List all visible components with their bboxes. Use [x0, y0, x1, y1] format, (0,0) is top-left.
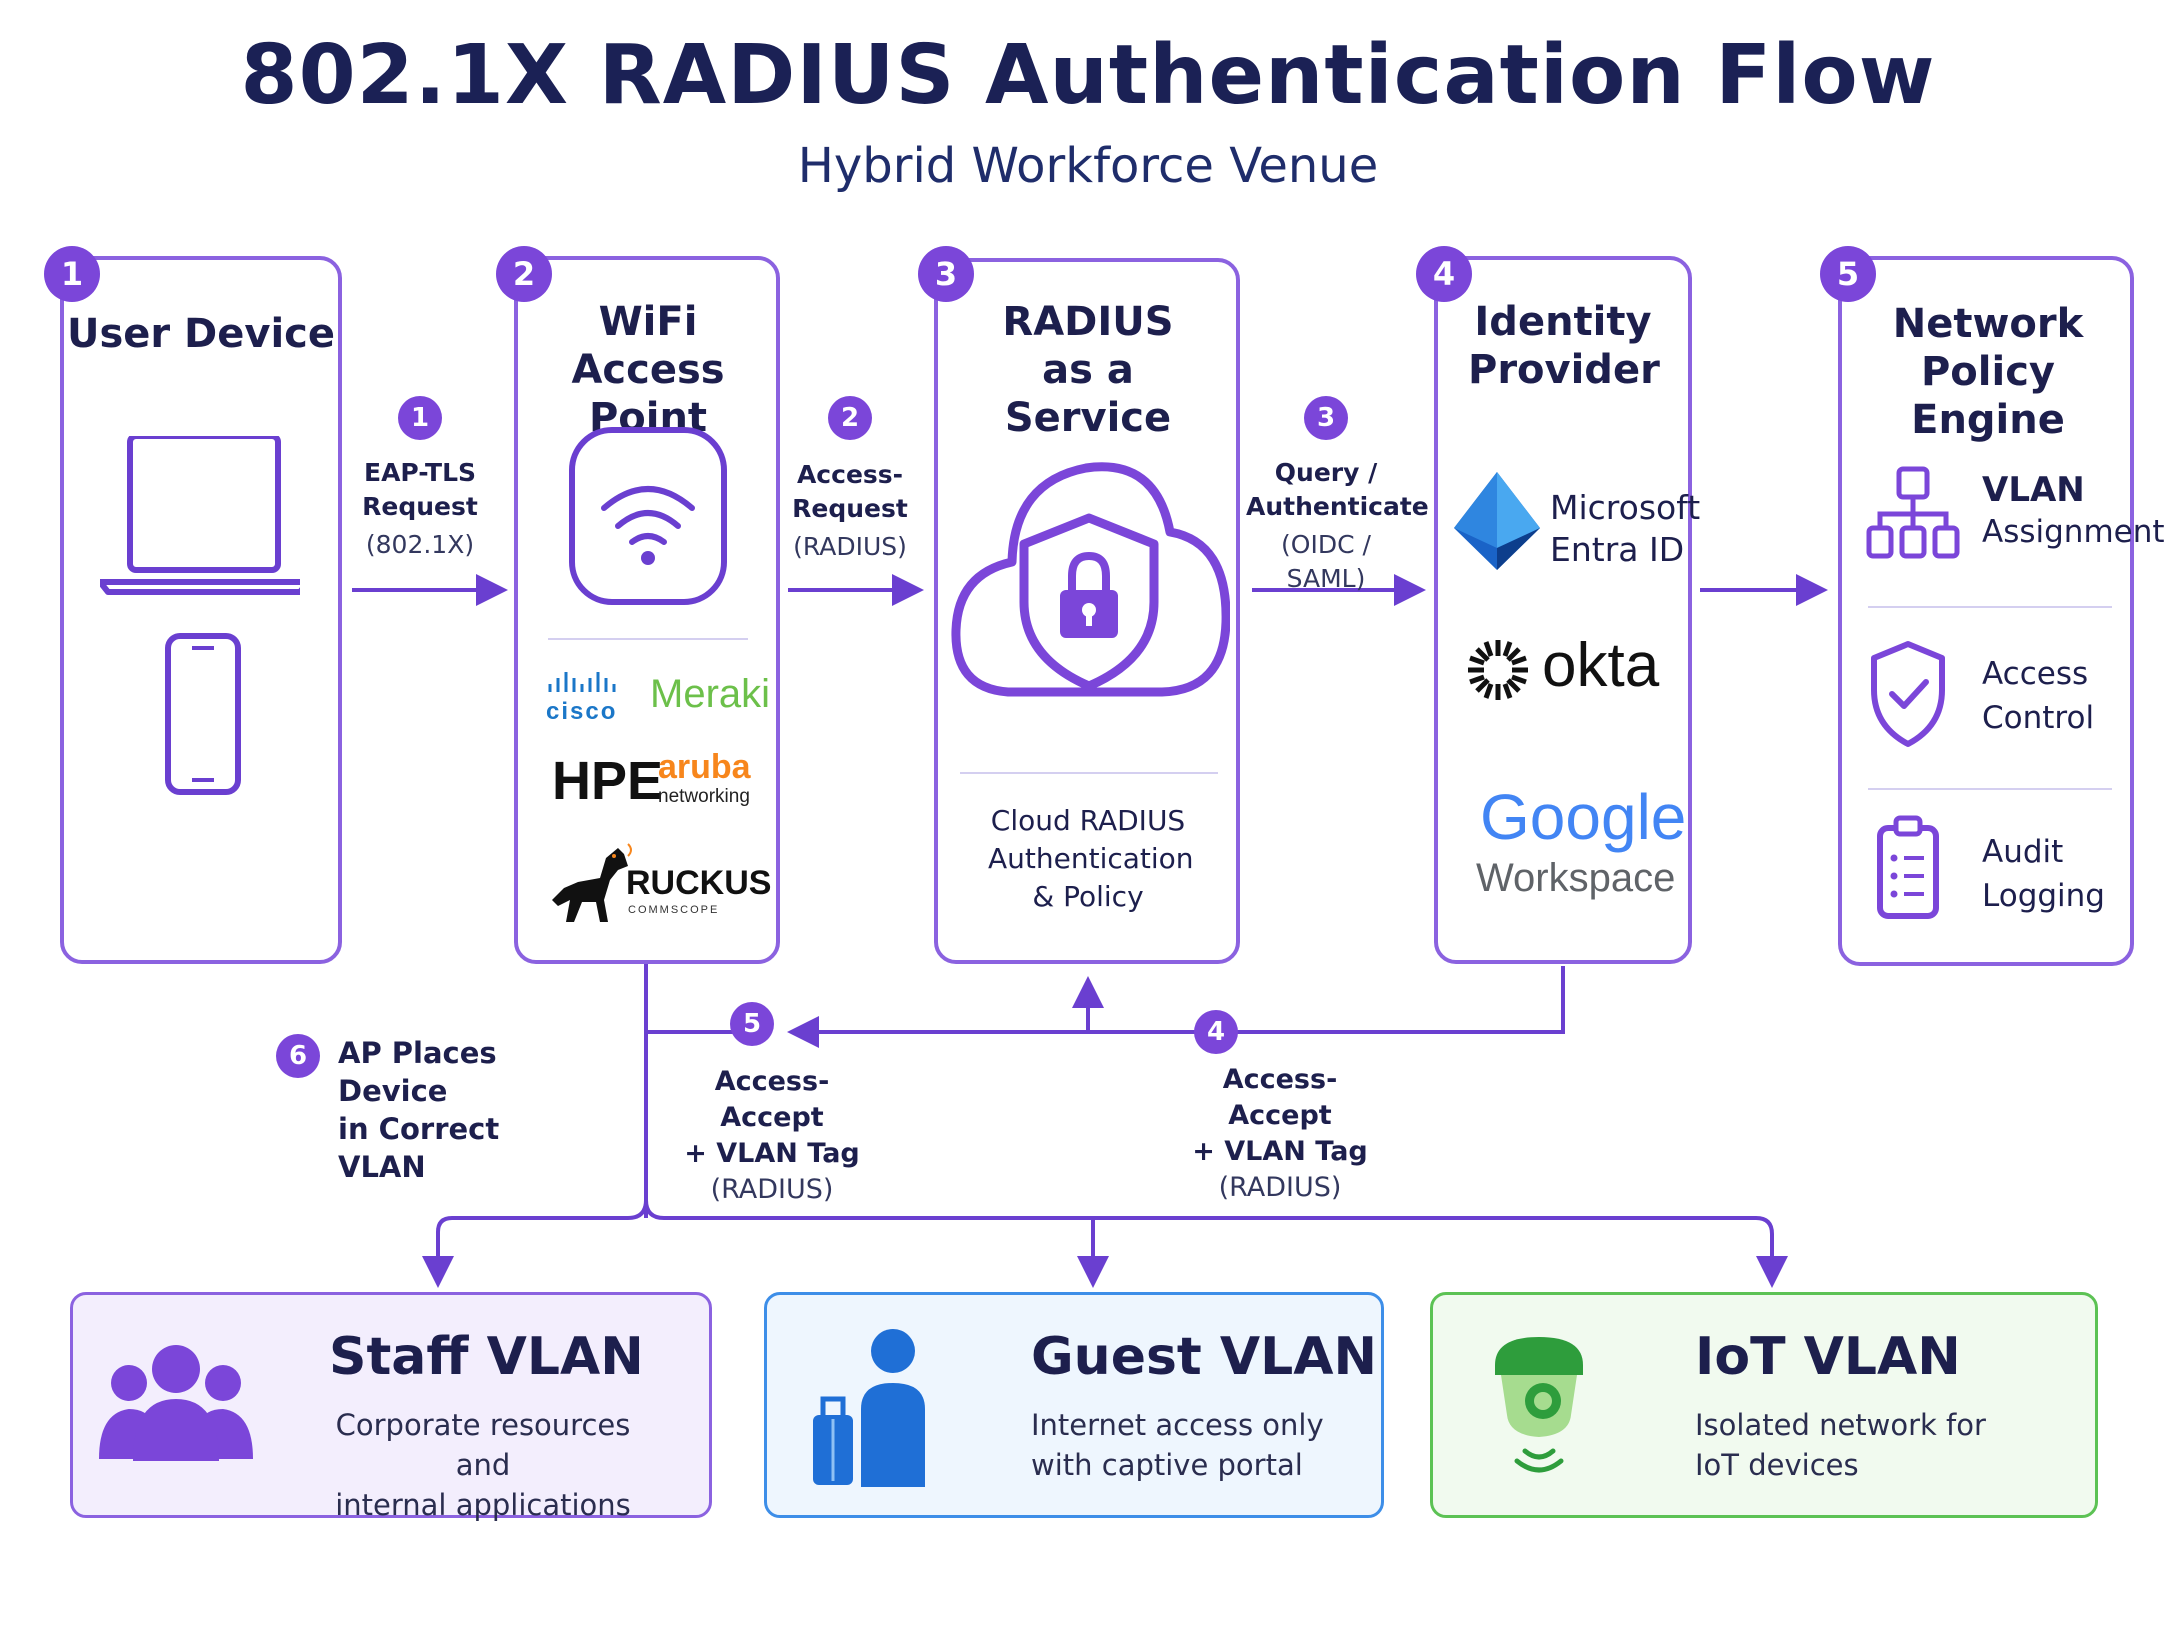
diagram-title: 802.1X RADIUS Authentication Flow: [240, 28, 1936, 123]
flow-badge-1: 1: [398, 396, 442, 440]
policy-line2: Control: [1982, 700, 2095, 736]
card-wifi-access-point[interactable]: WiFi Access Point cisco Meraki HPE aruba…: [514, 256, 780, 964]
laptop-icon: [127, 436, 281, 573]
step-badge-4: 4: [1416, 246, 1472, 302]
card-title: RADIUS as a Service: [1002, 299, 1174, 441]
flow-label-2: Access-Request(RADIUS): [792, 460, 908, 561]
iot-camera-icon: [1495, 1337, 1583, 1473]
okta-logo: okta: [1542, 631, 1660, 700]
arrow-idp-accept: [1072, 966, 1565, 1034]
divider: [960, 772, 1218, 774]
entra-id-text: Entra ID: [1550, 530, 1685, 569]
aruba-logo: aruba: [658, 748, 751, 786]
google-logo: Google: [1480, 781, 1687, 853]
card-title: Identity Provider: [1468, 299, 1660, 393]
card-radius-service[interactable]: RADIUS as a Service Cloud RADIUS Authent…: [934, 258, 1240, 964]
vlan-title: IoT VLAN: [1695, 1327, 1961, 1387]
arrow-staff: [422, 1199, 648, 1288]
cloud-shield-lock-icon: [951, 462, 1230, 697]
microsoft-entra-icon: [1454, 472, 1540, 570]
step-badge-2: 2: [496, 246, 552, 302]
phone-icon: [165, 633, 241, 795]
card-title: Network Policy Engine: [1892, 301, 2084, 443]
traveler-luggage-icon: [813, 1329, 925, 1487]
card-title: User Device: [66, 311, 336, 357]
divider: [1868, 788, 2112, 790]
commscope-text: COMMSCOPE: [628, 904, 720, 916]
policy-line1: VLAN: [1982, 470, 2085, 510]
flow-badge-4: 4: [1194, 1010, 1238, 1054]
policy-line1: Access: [1982, 656, 2089, 692]
flow-badge-2: 2: [828, 396, 872, 440]
devices-icon: [100, 436, 300, 795]
policy-line2: Assignment: [1982, 514, 2165, 550]
hierarchy-icon: [1866, 466, 1960, 559]
flow-badge-3: 3: [1304, 396, 1348, 440]
okta-sunburst-icon: [1468, 640, 1528, 700]
line-vlan-bus: [644, 1199, 1788, 1288]
clipboard-icon: [1877, 815, 1939, 919]
cisco-logo-icon: [548, 672, 616, 692]
vlan-title: Staff VLAN: [329, 1327, 644, 1387]
card-title: WiFi Access Point: [571, 299, 725, 441]
diagram-subtitle: Hybrid Workforce Venue: [797, 138, 1379, 194]
flow-label-3: Query /Authenticate(OIDC / SAML): [1246, 458, 1429, 593]
radius-caption: Cloud RADIUS Authentication & Policy: [988, 804, 1194, 913]
card-network-policy-engine[interactable]: Network Policy Engine VLAN Assignment Ac…: [1838, 256, 2165, 966]
vlan-title: Guest VLAN: [1031, 1327, 1378, 1387]
policy-line2: Logging: [1982, 878, 2105, 914]
hpe-logo: HPE: [552, 751, 664, 811]
shield-check-icon: [1871, 641, 1945, 747]
ruckus-logo: RUCKUS: [626, 864, 772, 902]
flow-badge-5: 5: [730, 1002, 774, 1046]
cisco-logo: cisco: [546, 698, 618, 725]
flow-badge-6: 6: [276, 1034, 320, 1078]
microsoft-text: Microsoft: [1550, 488, 1701, 527]
workspace-text: Workspace: [1476, 856, 1676, 900]
policy-line1: Audit: [1982, 834, 2064, 870]
ruckus-dog-icon: [552, 843, 632, 922]
aruba-networking-text: networking: [658, 786, 750, 807]
step-badge-3: 3: [918, 246, 974, 302]
people-group-icon: [99, 1345, 253, 1461]
flow-label-4: Access-Accept+ VLAN Tag(RADIUS): [1192, 1064, 1368, 1203]
card-identity-provider[interactable]: Identity Provider Microsoft Entra ID okt…: [1434, 256, 1700, 964]
card-user-device[interactable]: User Device: [60, 256, 342, 964]
flow-label-5: Access-Accept+ VLAN Tag(RADIUS): [684, 1066, 860, 1205]
step-badge-1: 1: [44, 246, 100, 302]
meraki-logo: Meraki: [650, 672, 771, 716]
access-point-icon: [569, 427, 727, 605]
step-badge-5: 5: [1820, 246, 1876, 302]
divider: [548, 638, 748, 640]
divider: [1868, 606, 2112, 608]
